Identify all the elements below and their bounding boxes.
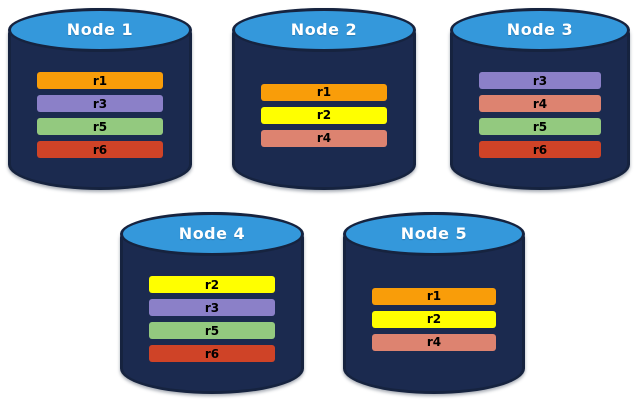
record-label: r5 (204, 323, 220, 338)
cylinder-top-icon (343, 212, 525, 256)
record-label: r4 (316, 131, 332, 146)
record-list: r1 r2 r4 (343, 287, 525, 351)
record-bar-r1[interactable]: r1 (372, 287, 496, 305)
cylinder-top-icon (232, 8, 416, 52)
record-label: r2 (426, 312, 442, 327)
record-bar-r5[interactable]: r5 (37, 118, 163, 136)
record-label: r2 (204, 277, 220, 292)
record-bar-r2[interactable]: r2 (149, 276, 275, 294)
record-bar-r3[interactable]: r3 (149, 299, 275, 317)
record-bar-r4[interactable]: r4 (261, 129, 387, 147)
record-bar-r6[interactable]: r6 (478, 141, 602, 159)
record-bar-r6[interactable]: r6 (37, 141, 163, 159)
record-label: r6 (532, 142, 548, 157)
record-label: r3 (92, 96, 108, 111)
record-label: r3 (204, 300, 220, 315)
record-bar-r4[interactable]: r4 (372, 333, 496, 351)
record-bar-r2[interactable]: r2 (261, 106, 387, 124)
record-label: r1 (426, 289, 442, 304)
record-bar-r3[interactable]: r3 (37, 95, 163, 113)
record-bar-r1[interactable]: r1 (37, 72, 163, 90)
record-list: r1 r3 r5 r6 (8, 72, 192, 159)
record-label: r6 (204, 346, 220, 361)
record-label: r1 (316, 85, 332, 100)
cylinder-top-icon (120, 212, 304, 256)
cylinder-top-icon (450, 8, 630, 52)
record-bar-r5[interactable]: r5 (478, 118, 602, 136)
record-bar-r6[interactable]: r6 (149, 345, 275, 363)
record-label: r6 (92, 142, 108, 157)
record-label: r4 (426, 335, 442, 350)
cylinder-top-icon (8, 8, 192, 52)
record-label: r4 (532, 96, 548, 111)
record-bar-r3[interactable]: r3 (478, 72, 602, 90)
record-list: r2 r3 r5 r6 (120, 276, 304, 363)
record-list: r1 r2 r4 (232, 83, 416, 147)
record-label: r2 (316, 108, 332, 123)
record-label: r5 (532, 119, 548, 134)
record-bar-r5[interactable]: r5 (149, 322, 275, 340)
record-label: r3 (532, 73, 548, 88)
record-label: r5 (92, 119, 108, 134)
record-label: r1 (92, 73, 108, 88)
record-bar-r2[interactable]: r2 (372, 310, 496, 328)
record-bar-r4[interactable]: r4 (478, 95, 602, 113)
record-bar-r1[interactable]: r1 (261, 83, 387, 101)
record-list: r3 r4 r5 r6 (450, 72, 630, 159)
